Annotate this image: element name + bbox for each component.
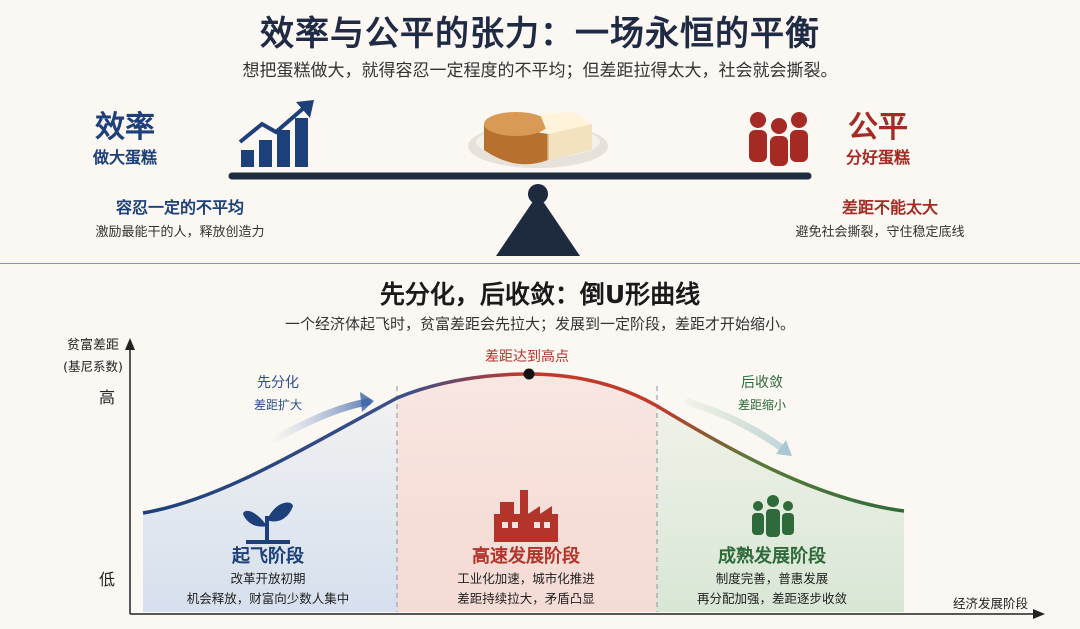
section-divider bbox=[0, 263, 1080, 264]
equity-note-title: 差距不能太大 bbox=[841, 198, 938, 217]
inverted-u-curve-chart bbox=[125, 338, 1045, 619]
page-subtitle: 想把蛋糕做大，就得容忍一定程度的不平均；但差距拉得太大，社会就会撕裂。 bbox=[242, 61, 838, 81]
equity-title: 公平 bbox=[848, 110, 908, 145]
converge-sublabel: 差距缩小 bbox=[737, 398, 786, 412]
stage-takeoff-line2: 机会释放，财富向少数人集中 bbox=[186, 591, 350, 606]
x-axis-arrow-icon bbox=[1033, 609, 1045, 619]
y-axis-high-label: 高 bbox=[98, 388, 115, 407]
section-subtitle: 一个经济体起飞时，贫富差距会先拉大；发展到一定阶段，差距才开始缩小。 bbox=[284, 315, 795, 333]
efficiency-subtitle: 做大蛋糕 bbox=[92, 148, 157, 167]
balance-scale bbox=[228, 100, 812, 256]
stage-mature-title: 成熟发展阶段 bbox=[718, 546, 826, 567]
equity-note-text: 避免社会撕裂，守住稳定底线 bbox=[795, 225, 965, 240]
sprout-icon bbox=[243, 502, 293, 544]
people-icon bbox=[752, 495, 794, 537]
stage-highspeed-line2: 差距持续拉大，矛盾凸显 bbox=[457, 591, 595, 606]
efficiency-note-title: 容忍一定的不平均 bbox=[115, 198, 244, 217]
efficiency-note-text: 激励最能干的人，释放创造力 bbox=[95, 225, 265, 240]
factory-icon bbox=[494, 490, 558, 542]
stage-highspeed-line1: 工业化加速，城市化推进 bbox=[457, 571, 595, 586]
stage-takeoff-title: 起飞阶段 bbox=[232, 546, 304, 567]
converge-arrow bbox=[684, 398, 786, 452]
y-axis-low-label: 低 bbox=[98, 570, 115, 589]
growth-chart-icon bbox=[238, 100, 314, 167]
diverge-arrow-head-icon bbox=[360, 392, 374, 412]
diverge-arrow bbox=[266, 398, 372, 446]
takeoff-stage-area bbox=[143, 398, 397, 612]
fulcrum-icon bbox=[496, 194, 580, 256]
cake-icon bbox=[468, 112, 608, 168]
stage-takeoff-line1: 改革开放初期 bbox=[230, 571, 306, 586]
converge-arrow-head-icon bbox=[776, 440, 792, 456]
peak-point bbox=[523, 368, 535, 380]
efficiency-title: 效率 bbox=[95, 110, 155, 145]
stage-highspeed-title: 高速发展阶段 bbox=[472, 546, 580, 567]
stage-mature-line2: 再分配加强，差距逐步收敛 bbox=[696, 591, 847, 606]
mature-stage-area bbox=[657, 406, 904, 612]
y-axis-subtitle: (基尼系数) bbox=[63, 359, 123, 374]
x-axis-title: 经济发展阶段 bbox=[952, 596, 1028, 611]
people-group-icon bbox=[749, 112, 808, 166]
page-title: 效率与公平的张力：一场永恒的平衡 bbox=[260, 14, 820, 54]
peak-label: 差距达到高点 bbox=[485, 349, 569, 365]
converge-label: 后收敛 bbox=[741, 375, 783, 391]
diverge-label: 先分化 bbox=[257, 375, 299, 391]
y-axis-arrow-icon bbox=[125, 338, 135, 350]
y-axis-title: 贫富差距 bbox=[66, 338, 119, 353]
diverge-sublabel: 差距扩大 bbox=[253, 398, 302, 412]
equity-subtitle: 分好蛋糕 bbox=[845, 148, 910, 167]
stage-mature-line1: 制度完善，普惠发展 bbox=[715, 571, 829, 586]
section-title: 先分化，后收敛：倒U形曲线 bbox=[379, 280, 701, 309]
